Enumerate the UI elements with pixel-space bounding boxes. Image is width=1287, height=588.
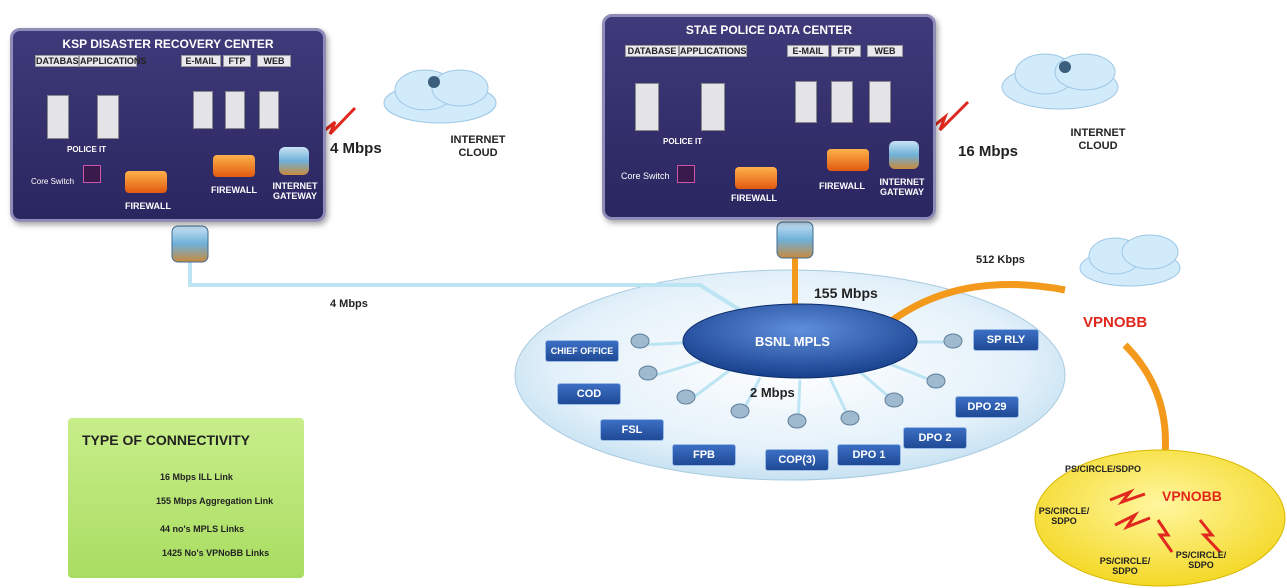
node-fsl: FSL xyxy=(600,419,664,441)
drc-firewall-label-right: FIREWALL xyxy=(211,185,257,195)
dc-server-4-icon xyxy=(831,81,853,123)
dc-web-label: WEB xyxy=(867,45,903,57)
legend-title: TYPE OF CONNECTIVITY xyxy=(82,432,251,448)
drc-server-5-icon xyxy=(259,91,279,129)
dc-core-switch-icon xyxy=(677,165,695,183)
vpnobb-ps-left: PS/CIRCLE/ SDPO xyxy=(1038,506,1090,526)
drc-database-label: DATABASE xyxy=(35,55,85,67)
node-fpb: FPB xyxy=(672,444,736,466)
internet-cloud-left xyxy=(383,69,497,124)
drc-title: KSP DISASTER RECOVERY CENTER xyxy=(62,37,274,51)
node-dpo29: DPO 29 xyxy=(955,396,1019,418)
node-chief-office: CHIEF OFFICE xyxy=(545,340,619,362)
drc-applications-label: APPLICATIONS xyxy=(79,55,147,67)
internet-cloud-left-label: INTERNET CLOUD xyxy=(450,134,506,159)
dc-police-it-label: POLICE IT xyxy=(663,137,703,146)
legend-item-mpls: 44 no's MPLS Links xyxy=(160,524,245,534)
drc-firewall-icon-left xyxy=(125,171,167,193)
internet-cloud-right xyxy=(1001,53,1119,110)
drc-firewall-icon-right xyxy=(213,155,255,177)
legend-item-ill: 16 Mbps ILL Link xyxy=(160,472,233,482)
dc-ftp-label: FTP xyxy=(831,45,861,57)
vpnobb-ps-top: PS/CIRCLE/SDPO xyxy=(1065,464,1142,474)
vpnobb-bolt-2 xyxy=(1114,511,1151,531)
dc-email-label: E-MAIL xyxy=(787,45,829,57)
aggregation-speed: 155 Mbps xyxy=(814,285,878,301)
vpnobb-area xyxy=(1034,449,1286,587)
dc-server-3-icon xyxy=(795,81,817,123)
dc-server-2-icon xyxy=(701,83,725,131)
vpnobb-ps-right: PS/CIRCLE/ SDPO xyxy=(1175,550,1227,570)
mpls-internal-speed: 2 Mbps xyxy=(750,385,795,400)
drc-ftp-label: FTP xyxy=(223,55,251,67)
mpls-routers xyxy=(630,333,963,429)
legend-item-vpnobb: 1425 No's VPNoBB Links xyxy=(162,548,270,558)
dc-core-switch-label: Core Switch xyxy=(621,171,670,181)
drc-server-2-icon xyxy=(97,95,119,139)
dc-applications-label: APPLICATIONS xyxy=(679,45,747,57)
node-sp-rly: SP RLY xyxy=(973,329,1039,351)
drc-gateway-icon xyxy=(279,147,309,175)
dc-internet-speed: 16 Mbps xyxy=(958,143,1019,160)
dc-panel: STAE POLICE DATA CENTER DATABASE APPLICA… xyxy=(602,14,936,220)
dc-firewall-label-right: FIREWALL xyxy=(819,181,865,191)
bsnl-mpls-label: BSNL MPLS xyxy=(755,334,830,349)
drc-panel: KSP DISASTER RECOVERY CENTER DATABASE AP… xyxy=(10,28,326,222)
legend-item-aggregation: 155 Mbps Aggregation Link xyxy=(156,496,274,506)
dc-database-label: DATABASE xyxy=(625,45,679,57)
drc-router xyxy=(171,225,209,263)
dc-gateway-label: INTERNET GATEWAY xyxy=(879,177,925,197)
vpnobb-label: VPNOBB xyxy=(1083,314,1148,331)
drc-police-it-label: POLICE IT xyxy=(67,145,107,154)
dc-title: STAE POLICE DATA CENTER xyxy=(685,23,853,37)
vpnobb-speed: 512 Kbps xyxy=(976,254,1025,266)
bsnl-mpls-cloud xyxy=(682,303,918,379)
drc-mpls-speed: 4 Mbps xyxy=(330,298,368,310)
drc-mpls-link xyxy=(188,262,742,312)
vpnobb-ps-bottom: PS/CIRCLE/ SDPO xyxy=(1099,556,1151,576)
vpnobb-bolt-4 xyxy=(1198,519,1222,554)
vpnobb-bolt-3 xyxy=(1156,519,1174,553)
dc-server-5-icon xyxy=(869,81,891,123)
dc-server-1-icon xyxy=(635,83,659,131)
drc-gateway-label: INTERNET GATEWAY xyxy=(272,181,318,201)
drc-email-label: E-MAIL xyxy=(181,55,221,67)
dc-firewall-icon-right xyxy=(827,149,869,171)
drc-web-label: WEB xyxy=(257,55,291,67)
vpnobb-cloud xyxy=(1079,234,1181,287)
node-cop: COP(3) xyxy=(765,449,829,471)
vpnobb-bolt-1 xyxy=(1109,488,1146,506)
drc-server-1-icon xyxy=(47,95,69,139)
internet-cloud-right-label: INTERNET CLOUD xyxy=(1070,127,1126,152)
vpnobb-link-lower xyxy=(1122,342,1169,456)
drc-internet-speed: 4 Mbps xyxy=(330,140,382,157)
drc-core-switch-icon xyxy=(83,165,101,183)
node-dpo2: DPO 2 xyxy=(903,427,967,449)
legend-panel: TYPE OF CONNECTIVITY 16 Mbps ILL Link 15… xyxy=(68,418,304,578)
node-dpo1: DPO 1 xyxy=(837,444,901,466)
dc-firewall-icon-left xyxy=(735,167,777,189)
node-cod: COD xyxy=(557,383,621,405)
internet-icon-left xyxy=(428,76,440,88)
drc-server-3-icon xyxy=(193,91,213,129)
dc-firewall-label-left: FIREWALL xyxy=(731,193,777,203)
dc-router xyxy=(776,221,814,259)
drc-server-4-icon xyxy=(225,91,245,129)
lightning-icon-drc xyxy=(317,106,357,138)
drc-core-switch-label: Core Switch xyxy=(31,177,75,186)
vpnobb-link-upper xyxy=(887,280,1066,325)
vpnobb-inner-label: VPNOBB xyxy=(1162,488,1222,504)
dc-gateway-icon xyxy=(889,141,919,169)
drc-firewall-label-left: FIREWALL xyxy=(125,201,171,211)
internet-icon-right xyxy=(1059,61,1071,73)
